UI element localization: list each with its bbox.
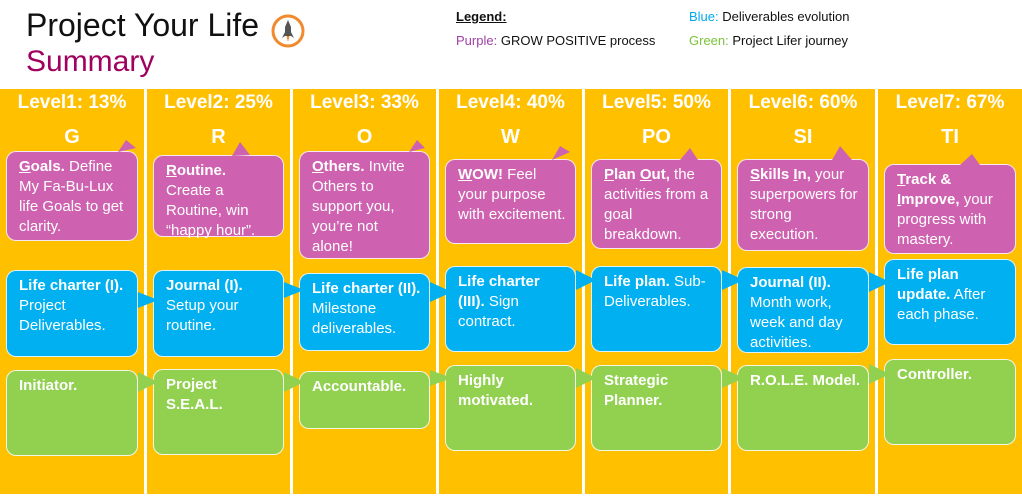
level-column-6: Level6: 60% SI Skills In, your superpowe… (731, 89, 875, 494)
level-header: Level1: 13% (17, 92, 127, 113)
journey-bubble: Initiator. (6, 370, 138, 456)
legend-green-text: Project Lifer journey (732, 33, 848, 48)
level-header: Level3: 33% (310, 92, 419, 113)
level-header: Level7: 67% (895, 92, 1005, 113)
legend-blue: Blue: Deliverables evolution (689, 9, 849, 24)
level-column-2: Level2: 25% R Routine. Create a Routine,… (147, 89, 290, 494)
journey-bubble: Controller. (884, 359, 1016, 445)
legend-blue-text: Deliverables evolution (722, 9, 850, 24)
journey-bubble: Highly motivated. (445, 365, 576, 451)
legend-blue-key: Blue: (689, 9, 719, 24)
journey-bubble: Accountable. (299, 371, 430, 429)
deliverable-bubble: Life plan update. After each phase. (884, 259, 1016, 345)
legend-green: Green: Project Lifer journey (689, 33, 848, 48)
level-column-3: Level3: 33% O Others. Invite Others to s… (293, 89, 436, 494)
journey-bubble: R.O.L.E. Model. (737, 365, 869, 451)
grow-step-bubble: Plan Out, the activities from a goal bre… (591, 159, 722, 249)
grow-step-bubble: WOW! Feel your purpose with excitement. (445, 159, 576, 244)
level-letter: TI (941, 126, 959, 148)
level-column-7: Level7: 67% TI Track & Improve, your pro… (878, 89, 1022, 494)
level-column-4: Level4: 40% W WOW! Feel your purpose wit… (439, 89, 582, 494)
deliverable-bubble: Journal (II). Month work, week and day a… (737, 267, 869, 353)
legend-green-key: Green: (689, 33, 729, 48)
grow-step-bubble: Track & Improve, your progress with mast… (884, 164, 1016, 254)
legend-heading: Legend: (456, 9, 507, 24)
level-column-1: Level1: 13% G Goals. Define My Fa-Bu-Lux… (0, 89, 144, 494)
level-letter: W (501, 126, 520, 148)
level-header: Level4: 40% (456, 92, 565, 113)
page-title: Project Your Life (26, 7, 260, 43)
level-column-5: Level5: 50% PO Plan Out, the activities … (585, 89, 728, 494)
deliverable-bubble: Life charter (I). Project Deliverables. (6, 270, 138, 357)
page-subtitle: Summary (26, 45, 155, 78)
grow-step-bubble: Goals. Define My Fa-Bu-Lux life Goals to… (6, 151, 138, 241)
level-header: Level5: 50% (602, 92, 711, 113)
grow-step-bubble: Others. Invite Others to support you, yo… (299, 151, 430, 259)
level-letter: SI (793, 126, 813, 148)
deliverable-bubble: Life charter (II). Milestone deliverable… (299, 273, 430, 351)
level-letter: PO (642, 126, 671, 148)
deliverable-bubble: Journal (I). Setup your routine. (153, 270, 284, 357)
level-header: Level2: 25% (164, 92, 273, 113)
legend-purple: Purple: GROW POSITIVE process (456, 33, 655, 48)
deliverable-bubble: Life plan. Sub-Deliverables. (591, 266, 722, 352)
rocket-icon (271, 14, 305, 48)
level-letter: O (356, 126, 373, 148)
grow-step-bubble: Routine. Create a Routine, win “happy ho… (153, 155, 284, 239)
level-letter: R (211, 126, 226, 148)
deliverable-bubble: Life charter (III). Sign contract. (445, 266, 576, 352)
level-letter: G (64, 126, 80, 148)
journey-bubble: Strategic Planner. (591, 365, 722, 451)
legend-purple-text: GROW POSITIVE process (500, 33, 656, 48)
legend-purple-key: Purple: (456, 33, 498, 48)
grow-step-bubble: Skills In, your superpowers for strong e… (737, 159, 869, 251)
level-header: Level6: 60% (748, 92, 858, 113)
journey-bubble: Project S.E.A.L. (153, 369, 284, 455)
